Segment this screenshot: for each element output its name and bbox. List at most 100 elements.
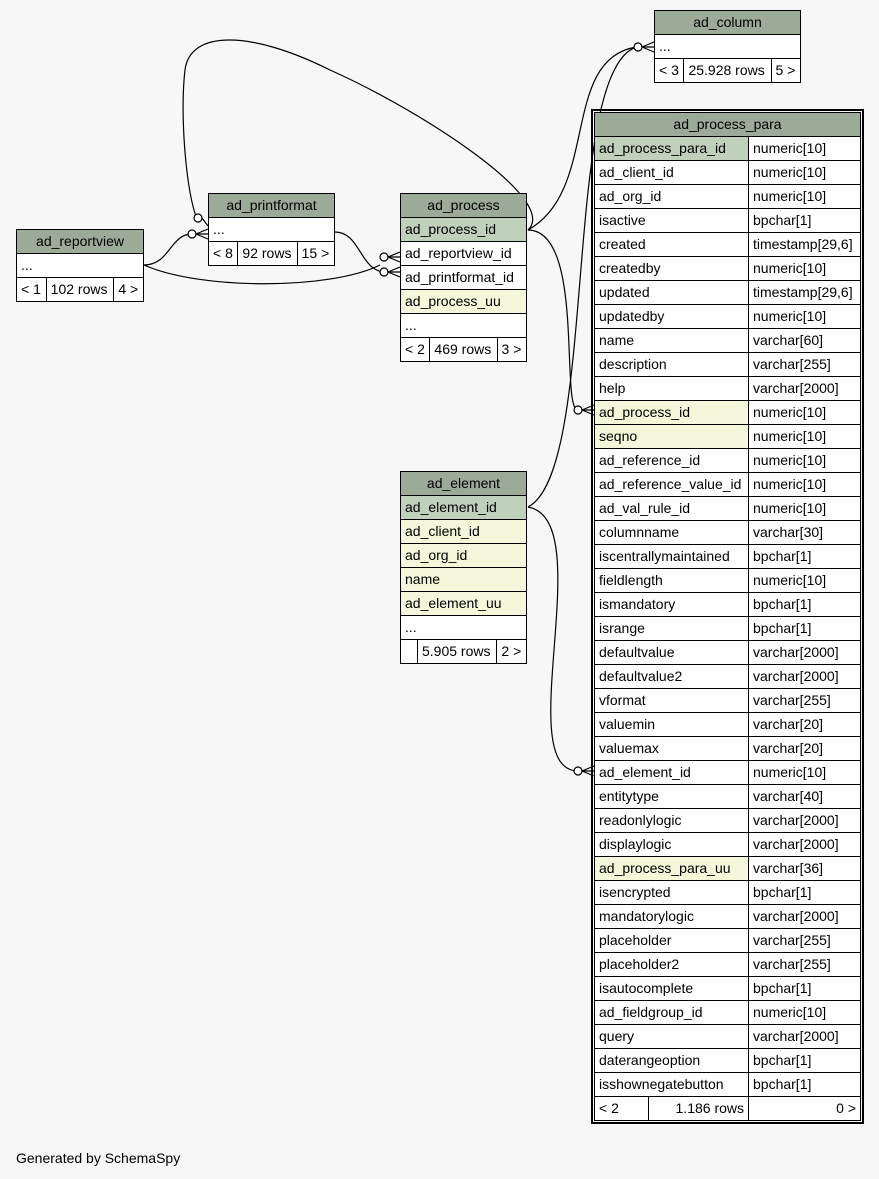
table-ad-element[interactable]: ad_element ad_element_id ad_client_id ad… [400,471,527,664]
column-name[interactable]: isautocomplete [594,976,749,1001]
column-name[interactable]: placeholder [594,928,749,953]
column-name[interactable]: ad_reference_value_id [594,472,749,497]
nav-right[interactable]: 0 > [748,1096,861,1121]
column-name[interactable]: ad_fieldgroup_id [594,1000,749,1025]
column-name[interactable]: seqno [594,424,749,449]
column-name[interactable]: ad_org_id [594,184,749,209]
table-ad-reportview[interactable]: ad_reportview ... < 1 102 rows 4 > [16,229,144,302]
column-name[interactable]: iscentrallymaintained [594,544,749,569]
column-row[interactable]: ad_element_id [400,495,527,520]
column-name[interactable]: updated [594,280,749,305]
column-name[interactable]: valuemin [594,712,749,737]
column-name[interactable]: placeholder2 [594,952,749,977]
nav-left[interactable]: < 2 [399,337,431,362]
column-name[interactable]: mandatorylogic [594,904,749,929]
column-name[interactable]: vformat [594,688,749,713]
column-name[interactable]: ismandatory [594,592,749,617]
column-name[interactable]: ad_reference_id [594,448,749,473]
table-title[interactable]: ad_element [400,471,527,496]
table-title[interactable]: ad_process_para [594,112,861,137]
table-title[interactable]: ad_printformat [208,193,335,218]
column-name[interactable]: query [594,1024,749,1049]
column-name[interactable]: description [594,352,749,377]
nav-left[interactable]: < 2 [594,1096,649,1121]
column-name[interactable]: isshownegatebutton [594,1072,749,1097]
column-name[interactable]: help [594,376,749,401]
table-ad-column[interactable]: ad_column ... < 3 25.928 rows 5 > [653,10,802,83]
column-name[interactable]: ad_process_para_uu [594,856,749,881]
table-title[interactable]: ad_process [400,193,527,218]
nav-left[interactable] [400,639,418,664]
column-name[interactable]: fieldlength [594,568,749,593]
column-name[interactable]: entitytype [594,784,749,809]
column-name[interactable]: daterangeoption [594,1048,749,1073]
column-name[interactable]: displaylogic [594,832,749,857]
column-name[interactable]: createdby [594,256,749,281]
column-name[interactable]: ad_process_para_id [594,136,749,161]
nav-right[interactable]: 3 > [496,337,528,362]
column-name[interactable]: valuemax [594,736,749,761]
column-row[interactable]: ad_reportview_id [400,241,527,266]
column-name[interactable]: created [594,232,749,257]
column-name[interactable]: isactive [594,208,749,233]
column-row[interactable]: name [400,567,527,592]
table-ad-printformat[interactable]: ad_printformat ... < 8 92 rows 15 > [207,193,336,266]
nav-right[interactable]: 5 > [770,58,802,83]
column-name[interactable]: ad_element_id [594,760,749,785]
column-name[interactable]: ad_val_rule_id [594,496,749,521]
column-row[interactable]: ad_printformat_id [400,265,527,290]
nav-left[interactable]: < 1 [16,277,47,302]
table-title[interactable]: ad_column [654,10,801,35]
column-name[interactable]: updatedby [594,304,749,329]
column-row[interactable]: ad_process_id [400,217,527,242]
nav-right[interactable]: 15 > [296,241,336,266]
nav-left[interactable]: < 3 [653,58,685,83]
column-name[interactable]: name [594,328,749,353]
column-name[interactable]: ad_process_id [594,400,749,425]
column-name[interactable]: isencrypted [594,880,749,905]
column-row[interactable]: ad_process_uu [400,289,527,314]
column-row[interactable]: ad_element_uu [400,591,527,616]
nav-left[interactable]: < 8 [207,241,239,266]
table-title[interactable]: ad_reportview [16,229,144,254]
column-name[interactable]: ad_client_id [594,160,749,185]
column-name[interactable]: isrange [594,616,749,641]
column-name[interactable]: defaultvalue2 [594,664,749,689]
column-row[interactable]: ad_org_id [400,543,527,568]
column-name[interactable]: defaultvalue [594,640,749,665]
table-ad-process[interactable]: ad_process ad_process_id ad_reportview_i… [399,193,528,362]
